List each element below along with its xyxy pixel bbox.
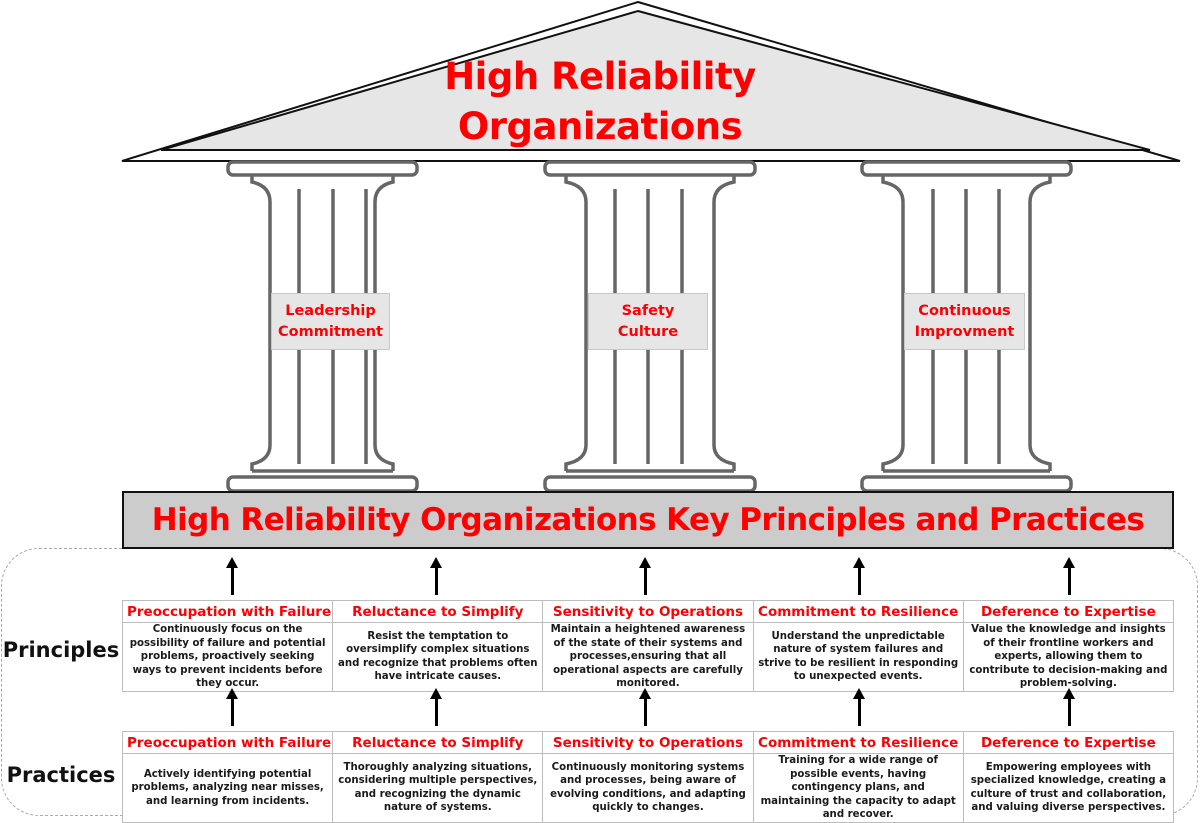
principles-header-row: Preoccupation with Failure Reluctance to… [121,600,1175,623]
arrow-up-icon [430,557,442,595]
principle-description: Continuously focus on the possibility of… [121,622,334,692]
arrow-up-icon [853,688,865,726]
pillar-label-leadership: Leadership Commitment [271,293,390,350]
principle-description: Value the knowledge and insights of thei… [962,622,1175,692]
roof-title: High Reliability Organizations [400,52,800,152]
principle-title: Deference to Expertise [962,600,1175,623]
arrow-up-icon [853,557,865,595]
principle-title: Sensitivity to Operations [542,600,754,623]
foundation-banner: High Reliability Organizations Key Princ… [122,491,1174,549]
principle-description: Maintain a heightened awareness of the s… [542,622,754,692]
practices-table: Preoccupation with Failure Reluctance to… [121,731,1175,823]
practice-title: Preoccupation with Failure [121,731,334,754]
practice-description: Thoroughly analyzing situations, conside… [332,753,544,823]
pillar-center [543,160,757,493]
practice-description: Training for a wide range of possible ev… [752,753,964,823]
pillar-label-line1: Leadership [285,302,376,319]
roof-title-line2: Organizations [457,105,743,148]
practice-title: Commitment to Resilience [752,731,964,754]
practice-title: Reluctance to Simplify [332,731,544,754]
practices-header-row: Preoccupation with Failure Reluctance to… [121,731,1175,754]
roof-pediment [121,0,1181,162]
roof-title-line1: High Reliability [444,55,756,98]
principles-body-row: Continuously focus on the possibility of… [121,622,1175,692]
practice-description: Continuously monitoring systems and proc… [542,753,754,823]
principle-title: Preoccupation with Failure [121,600,334,623]
principle-title: Commitment to Resilience [752,600,964,623]
pillar-right [860,160,1073,493]
pillar-label-line1: Continuous [918,302,1011,319]
pillar-label-line1: Safety [621,302,675,319]
foundation-banner-text: High Reliability Organizations Key Princ… [151,502,1145,538]
arrow-up-icon [226,688,238,726]
principle-description: Resist the temptation to oversimplify co… [332,622,544,692]
pillar-label-line2: Culture [617,323,679,340]
practices-row-label: Practices [6,763,116,787]
arrow-up-icon [1063,688,1075,726]
pillar-label-line2: Improvment [914,323,1015,340]
principle-description: Understand the unpredictable nature of s… [752,622,964,692]
practice-description: Actively identifying potential problems,… [121,753,334,823]
practice-title: Sensitivity to Operations [542,731,754,754]
arrow-up-icon [226,557,238,595]
arrow-up-icon [639,688,651,726]
pillar-label-line2: Commitment [278,323,383,340]
principles-table: Preoccupation with Failure Reluctance to… [121,600,1175,692]
arrow-up-icon [430,688,442,726]
practice-description: Empowering employees with specialized kn… [962,753,1175,823]
practice-title: Deference to Expertise [962,731,1175,754]
pillar-label-continuous: Continuous Improvment [904,293,1025,350]
arrow-up-icon [639,557,651,595]
principles-row-label: Principles [2,638,120,662]
arrow-up-icon [1063,557,1075,595]
practices-body-row: Actively identifying potential problems,… [121,753,1175,823]
pillar-label-safety: Safety Culture [588,293,708,350]
principle-title: Reluctance to Simplify [332,600,544,623]
